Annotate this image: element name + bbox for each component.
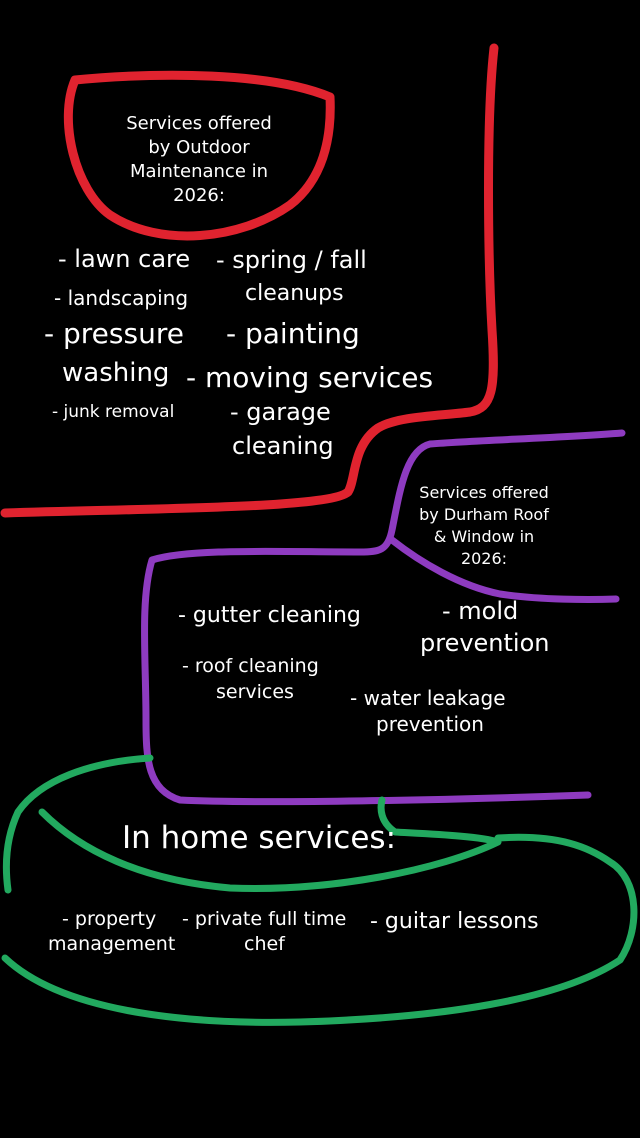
service-guitar-lessons: - guitar lessons	[370, 909, 539, 934]
service-roof-cleaning: - roof cleaning	[182, 655, 319, 677]
outdoor-boundary-line	[0, 43, 499, 518]
durham-heading-underline	[388, 536, 620, 603]
service-water-leakage-cont: prevention	[376, 712, 484, 736]
service-roof-cleaning-cont: services	[216, 681, 294, 703]
outdoor-heading-outline	[63, 70, 335, 241]
service-spring-fall: - spring / fall	[216, 246, 367, 274]
service-property-management-cont: management	[48, 933, 176, 955]
home-heading-swoosh	[38, 796, 502, 892]
service-pressure-washing: - pressure	[44, 317, 184, 350]
home-heading: In home services:	[122, 820, 397, 856]
durham-boundary-line	[141, 547, 592, 806]
service-garage-cleaning-cont: cleaning	[232, 432, 334, 460]
service-spring-fall-cont: cleanups	[245, 281, 344, 306]
home-outer-loop	[1, 754, 638, 1026]
service-private-chef-cont: chef	[244, 933, 285, 955]
service-mold-prevention: - mold	[442, 597, 519, 625]
service-gutter-cleaning: - gutter cleaning	[178, 603, 361, 628]
service-moving: - moving services	[186, 361, 434, 394]
durham-heading-line: by Durham Roof	[419, 505, 549, 524]
service-private-chef: - private full time	[182, 908, 347, 930]
outdoor-heading-line: Maintenance in	[129, 161, 269, 182]
outdoor-heading: Services offered by Outdoor Maintenance …	[104, 112, 294, 208]
outdoor-heading-line: 2026:	[173, 185, 225, 206]
service-garage-cleaning: - garage	[230, 398, 331, 426]
service-pressure-washing-cont: washing	[62, 358, 170, 388]
service-water-leakage: - water leakage	[350, 686, 506, 710]
outdoor-heading-line: Services offered	[126, 113, 272, 134]
durham-heading: Services offered by Durham Roof & Window…	[404, 482, 564, 570]
service-painting: - painting	[226, 317, 360, 350]
service-lawn-care: - lawn care	[58, 245, 191, 273]
service-junk-removal: - junk removal	[52, 402, 175, 422]
durham-heading-line: & Window in	[433, 527, 535, 546]
outdoor-heading-line: by Outdoor	[148, 137, 250, 158]
durham-heading-line: 2026:	[460, 549, 508, 568]
service-property-management: - property	[62, 908, 157, 930]
service-landscaping: - landscaping	[54, 286, 189, 310]
durham-heading-line: Services offered	[419, 483, 549, 502]
service-mold-prevention-cont: prevention	[420, 629, 550, 657]
durham-top-line	[356, 429, 626, 556]
